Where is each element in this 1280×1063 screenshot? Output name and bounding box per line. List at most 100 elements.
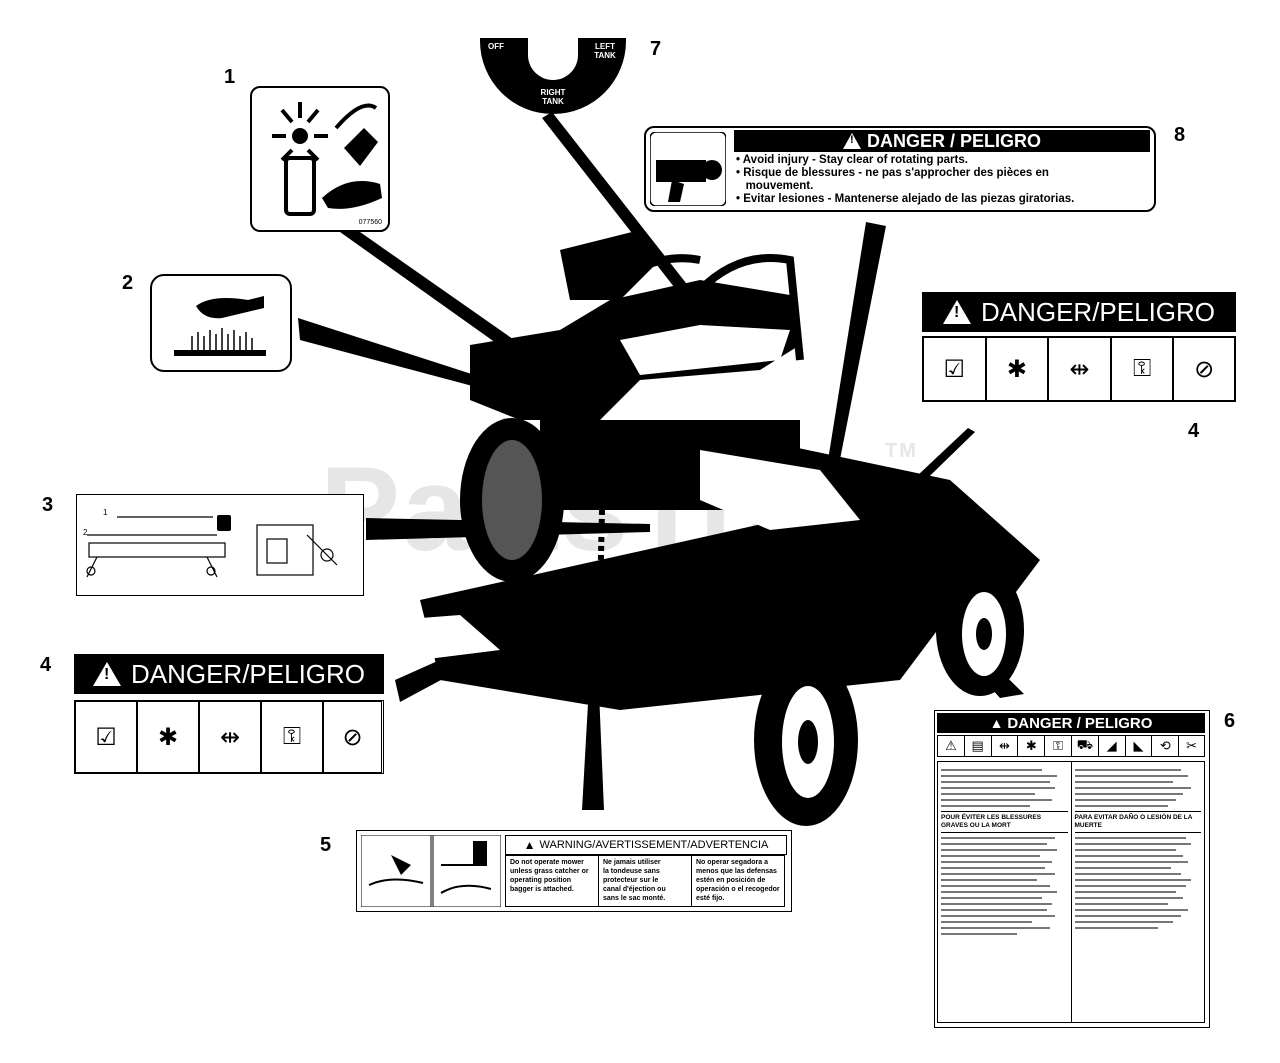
- callout-3: 3: [42, 494, 54, 516]
- selector-right-tank-label: RIGHT TANK: [540, 88, 566, 106]
- decal-1-hand-blade-hazard: 077560: [250, 86, 390, 232]
- leader-8: [822, 222, 886, 500]
- decal-5-discharge-warning: ▲ WARNING/AVERTISSEMENT/ADVERTENCIA Do n…: [356, 830, 792, 912]
- manual-icon: ▤: [965, 736, 992, 756]
- decal-8-body: • Avoid injury - Stay clear of rotating …: [736, 154, 1074, 206]
- svg-text:2: 2: [83, 528, 88, 537]
- callout-4a: 4: [40, 654, 52, 676]
- callout-6: 6: [1224, 710, 1236, 732]
- decal-8-line-fr: • Risque de blessures - ne pas s'approch…: [736, 167, 1049, 179]
- decal-6-right-column: PARA EVITAR DAÑO O LESIÓN DE LA MUERTE: [1072, 762, 1205, 1022]
- decal-5-header: ▲ WARNING/AVERTISSEMENT/ADVERTENCIA: [505, 835, 787, 855]
- decal-8-rotating-parts: ! DANGER / PELIGRO • Avoid injury - Stay…: [644, 126, 1156, 212]
- decal-6-left-column: POUR ÉVITER LES BLESSURES GRAVES OU LA M…: [938, 762, 1072, 1022]
- decal-5-col-es: No operar segadora a menos que las defen…: [692, 856, 784, 906]
- callout-7: 7: [650, 38, 662, 60]
- no-foot-icon: ⊘: [1173, 337, 1235, 401]
- decal-4-left: ! DANGER/PELIGRO ☑ ✱ ⇹ ⚿ ⊘: [74, 654, 384, 776]
- warning-icon: ⚠: [938, 736, 965, 756]
- lift-chain: [597, 419, 607, 601]
- decal-5-en-line: operating position: [510, 877, 572, 884]
- decal-5-fr-line: canal d'éjection ou: [603, 886, 666, 893]
- decal-6-header: ▲ DANGER / PELIGRO: [937, 713, 1205, 733]
- decal-4-left-header: ! DANGER/PELIGRO: [74, 654, 384, 694]
- decal-7-fuel-selector: OFF LEFT TANK RIGHT TANK: [480, 38, 626, 114]
- decal-6-safety-instructions: ▲ DANGER / PELIGRO ⚠ ▤ ⇹ ✱ ⚿ ⛟ ◢ ◣ ⟲ ✂ P…: [934, 710, 1210, 1028]
- discharge-hazard-icon: [361, 835, 501, 907]
- decal-5-es-line: estén en posición de: [696, 877, 766, 884]
- decal-1-part-number: 077560: [358, 219, 382, 226]
- mower-body: [420, 230, 1040, 710]
- hot-surface-icon: [174, 296, 266, 356]
- decal-5-en-line: unless grass catcher or: [510, 868, 589, 875]
- remove-key-icon: ⚿: [261, 701, 323, 773]
- key-icon: ⚿: [1045, 736, 1072, 756]
- blade-icon: ✂: [1186, 738, 1198, 753]
- decal-4-left-title: DANGER/PELIGRO: [130, 658, 366, 689]
- svg-text:1: 1: [103, 508, 108, 517]
- keep-bystanders-away-icon: ⇹: [199, 701, 261, 773]
- decal-5-es-line: No operar segadora a: [696, 859, 768, 866]
- blade-hazard-icon: [272, 102, 382, 216]
- warning-triangle-icon: ▲: [989, 715, 1004, 731]
- decal-4-right-title: DANGER/PELIGRO: [980, 296, 1216, 327]
- decal-5-title: WARNING/AVERTISSEMENT/ADVERTENCIA: [539, 839, 769, 851]
- warning-triangle-icon: !: [842, 133, 861, 149]
- warning-triangle-icon: !: [92, 662, 121, 686]
- watermark-tm: TM: [885, 440, 918, 462]
- decal-5-fr-line: protecteur sur le: [603, 877, 659, 884]
- mower-icon: ⛟: [1072, 736, 1099, 756]
- decal-6-body: POUR ÉVITER LES BLESSURES GRAVES OU LA M…: [937, 761, 1205, 1023]
- rotating-parts-icon: [650, 132, 726, 206]
- slope-icon: ◢: [1099, 736, 1126, 756]
- warning-triangle-icon: !: [942, 300, 971, 324]
- bystander-icon: ⇹: [992, 736, 1019, 756]
- decal-4-right-header: ! DANGER/PELIGRO: [922, 292, 1236, 332]
- warning-triangle-icon: ▲: [523, 838, 536, 852]
- decal-6-title: DANGER / PELIGRO: [1007, 714, 1153, 732]
- decal-5-es-line: operación o el recogedor: [696, 886, 780, 893]
- thrown-object-icon: ✱: [137, 701, 199, 773]
- decal-5-col-fr: Ne jamais utiliser la tondeuse sans prot…: [599, 856, 692, 906]
- decal-5-fr-line: Ne jamais utiliser: [603, 859, 661, 866]
- callout-1: 1: [224, 66, 236, 88]
- callout-2: 2: [122, 272, 134, 294]
- decal-8-line-fr-cont: mouvement.: [736, 180, 814, 192]
- decal-4-right: ! DANGER/PELIGRO ☑ ✱ ⇹ ⚿ ⊘: [922, 292, 1236, 410]
- decal-8-title: DANGER / PELIGRO: [866, 130, 1041, 151]
- decal-5-fr-line: sans le sac monté.: [603, 895, 666, 902]
- decal-5-columns: Do not operate mower unless grass catche…: [505, 855, 785, 907]
- decal-5-es-line: menos que las defensas: [696, 868, 777, 875]
- decal-6-subheading-es: PARA EVITAR DAÑO O LESIÓN DE LA MUERTE: [1074, 811, 1201, 833]
- tipover-icon: ◣: [1126, 736, 1153, 756]
- decal-2-hot-surface: [150, 274, 292, 372]
- selector-left-tank-label: LEFT TANK: [594, 42, 616, 60]
- decal-3-deck-lift: 1 2: [76, 494, 364, 596]
- callout-4b: 4: [1188, 420, 1200, 442]
- read-manual-check-icon: ☑: [923, 337, 986, 401]
- remove-key-icon: ⚿: [1110, 337, 1174, 401]
- thrown-object-icon: ✱: [985, 337, 1049, 401]
- decal-8-line-es: • Evitar lesiones - Mantenerse alejado d…: [736, 193, 1075, 205]
- deck-lift-icon: 1 2: [83, 508, 338, 578]
- leader-2: [298, 318, 484, 388]
- no-foot-icon: ⊘: [323, 701, 382, 773]
- decal-6-icon-strip: ⚠ ▤ ⇹ ✱ ⚿ ⛟ ◢ ◣ ⟲ ✂: [937, 735, 1205, 757]
- decal-5-es-line: esté fijo.: [696, 895, 725, 902]
- steering-levers: [597, 254, 804, 361]
- decal-5-en-line: Do not operate mower: [510, 859, 584, 866]
- callout-5: 5: [320, 834, 332, 856]
- thrown-object-icon: ✱: [1018, 736, 1046, 756]
- decal-4-right-icons: ☑ ✱ ⇹ ⚿ ⊘: [922, 336, 1236, 402]
- decal-6-subheading-fr: POUR ÉVITER LES BLESSURES GRAVES OU LA M…: [941, 811, 1068, 833]
- wheels: [460, 418, 1024, 826]
- rollover-icon: ⟲: [1152, 736, 1180, 756]
- callout-8: 8: [1174, 124, 1186, 146]
- decal-5-en-line: bagger is attached.: [510, 886, 574, 893]
- decal-8-line-en: • Avoid injury - Stay clear of rotating …: [736, 154, 968, 166]
- keep-bystanders-away-icon: ⇹: [1048, 337, 1111, 401]
- decal-5-col-en: Do not operate mower unless grass catche…: [506, 856, 599, 906]
- decal-5-fr-line: la tondeuse sans: [603, 868, 660, 875]
- decal-8-danger-header: ! DANGER / PELIGRO: [734, 130, 1150, 152]
